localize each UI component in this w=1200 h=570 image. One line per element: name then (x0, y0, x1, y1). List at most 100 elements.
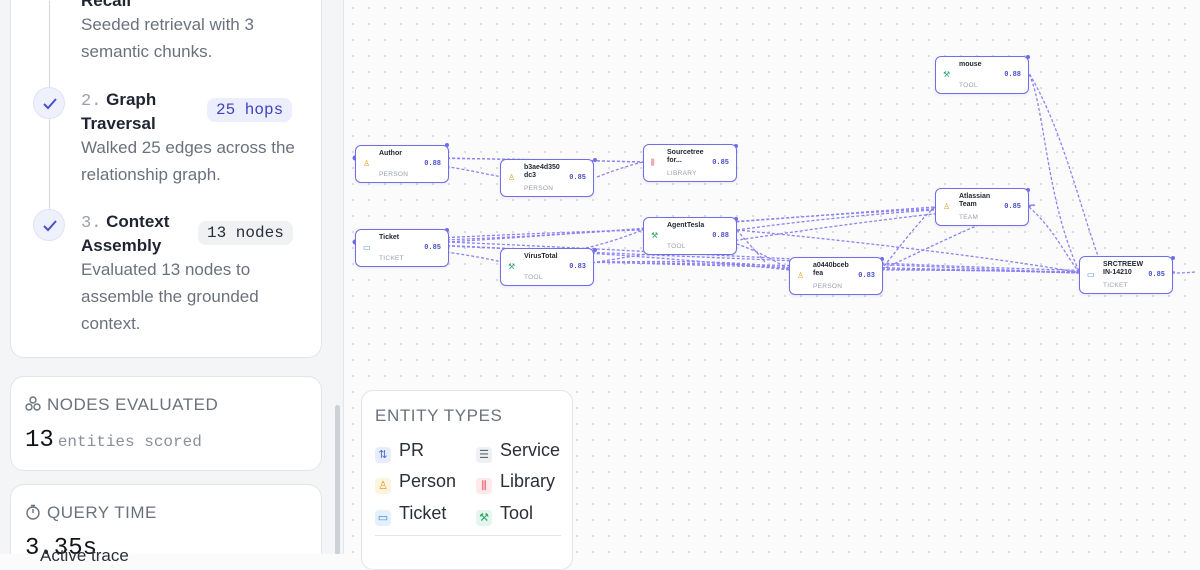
step-2-desc: Walked 25 edges across the relationship … (81, 138, 295, 184)
nodes-badge: 13 nodes (198, 221, 293, 245)
step-2-label: Graph Traversal (81, 90, 157, 133)
active-trace-label: Active trace (40, 546, 129, 565)
person-icon: ♙ (797, 271, 805, 280)
graph-edge (880, 269, 1081, 274)
node-type: PERSON (524, 185, 554, 192)
person-icon: ♙ (375, 478, 391, 494)
check-icon (33, 209, 65, 241)
graph-node-b3ae4d350dc3[interactable]: ♙ b3ae4d350 dc3 PERSON 0.85 (500, 159, 594, 197)
step-1-desc: Seeded retrieval with 3 semantic chunks. (81, 15, 254, 61)
wrench-icon: ⚒ (651, 231, 659, 240)
graph-node-mouse[interactable]: ⚒ mouse TOOL 0.88 (935, 56, 1029, 94)
node-label: Author (379, 150, 402, 157)
query-time-card: QUERY TIME 3.35s (10, 484, 322, 554)
node-score: 0.85 (1004, 203, 1021, 211)
node-score: 0.83 (858, 272, 875, 280)
graph-node-virustotal[interactable]: ⚒ VirusTotal TOOL 0.83 (500, 248, 594, 286)
wrench-icon: ⚒ (476, 510, 492, 526)
node-handle (593, 158, 597, 162)
pipeline-steps-card: Recall Seeded retrieval with 3 semantic … (10, 0, 322, 358)
legend-item-tool: ⚒Tool (476, 503, 533, 526)
node-handle (593, 248, 597, 252)
step-1-title: Recall (81, 0, 132, 10)
graph-edge (596, 161, 644, 178)
graph-edge (736, 229, 1081, 274)
legend-item-ticket: ▭Ticket (375, 503, 446, 526)
step-3-number: 3. (81, 214, 102, 233)
node-type: TOOL (667, 243, 686, 250)
people-icon: ♙ (943, 202, 951, 211)
node-score: 0.83 (569, 263, 586, 271)
graph-edge (1026, 69, 1106, 274)
legend-item-library: ⫼Library (476, 471, 555, 494)
node-label: Sourcetree for... (667, 149, 704, 164)
node-type: TOOL (959, 82, 978, 89)
node-score: 0.88 (424, 160, 441, 168)
left-panel: Recall Seeded retrieval with 3 semantic … (0, 0, 344, 554)
graph-node-ticket[interactable]: ▭ Ticket TICKET 0.85 (355, 229, 449, 267)
graph-node-a0440bcebfea[interactable]: ♙ a0440bceb fea PERSON 0.83 (789, 257, 883, 295)
nodes-evaluated-sub: entities scored (57, 433, 202, 451)
graph-edge (736, 229, 766, 263)
library-icon: ⫼ (651, 158, 655, 167)
legend-divider (375, 535, 561, 536)
graph-edge (501, 229, 644, 263)
node-label: VirusTotal (524, 253, 558, 260)
graph-node-atlassian-team[interactable]: ♙ Atlassian Team TEAM 0.85 (935, 188, 1029, 226)
graph-edge (1171, 271, 1196, 274)
node-type: TEAM (959, 214, 979, 221)
nodes-evaluated-label: NODES EVALUATED (25, 395, 218, 415)
node-type: TICKET (379, 255, 404, 262)
service-icon: ☰ (476, 447, 492, 463)
person-icon: ♙ (508, 173, 516, 182)
step-3-label: Context Assembly (81, 212, 170, 255)
ticket-icon: ▭ (363, 243, 371, 252)
graph-edge (356, 241, 1081, 274)
wrench-icon: ⚒ (508, 262, 516, 271)
ticket-icon: ▭ (375, 510, 391, 526)
graph-node-author[interactable]: ♙ Author PERSON 0.88 (355, 145, 449, 183)
graph-node-srctreewin-14210[interactable]: ▭ SRCTREEW IN-14210 TICKET 0.85 (1079, 256, 1173, 294)
library-icon: ⫼ (476, 478, 492, 494)
graph-edge (736, 204, 1036, 231)
step-2-title: 2. Graph Traversal (81, 89, 201, 135)
legend-title: ENTITY TYPES (375, 406, 503, 425)
panel-scrollbar[interactable] (335, 405, 340, 554)
node-label: SRCTREEW IN-14210 (1103, 261, 1144, 276)
check-icon (33, 87, 65, 119)
pr-icon: ⇅ (375, 447, 391, 463)
node-label: mouse (959, 61, 982, 68)
node-score: 0.85 (712, 159, 729, 167)
timer-icon (26, 504, 40, 520)
ticket-icon: ▭ (1087, 270, 1095, 279)
node-type: TOOL (524, 274, 543, 281)
node-type: PERSON (379, 171, 409, 178)
step-3-desc: Evaluated 13 nodes to assemble the groun… (81, 260, 259, 333)
wrench-icon: ⚒ (943, 70, 951, 79)
graph-edge (596, 261, 1176, 273)
graph-edge (596, 260, 791, 271)
legend-item-person: ♙Person (375, 471, 456, 494)
query-time-label: QUERY TIME (25, 503, 157, 523)
node-score: 0.85 (424, 244, 441, 252)
node-label: Atlassian Team (959, 193, 991, 208)
graph-edge (880, 206, 936, 271)
graph-edge (446, 204, 1036, 243)
node-type: PERSON (813, 283, 843, 290)
node-score: 0.88 (1004, 71, 1021, 79)
node-type: LIBRARY (667, 170, 697, 177)
step-2-number: 2. (81, 92, 102, 111)
graph-node-sourcetree[interactable]: ⫼ Sourcetree for... LIBRARY 0.85 (643, 144, 737, 182)
node-score: 0.85 (1148, 271, 1165, 279)
graph-node-agenttesla[interactable]: ⚒ AgentTesla TOOL 0.88 (643, 217, 737, 255)
legend-item-service: ☰Service (476, 440, 560, 463)
node-label: Ticket (379, 234, 400, 241)
hops-badge: 25 hops (207, 98, 293, 122)
graph-edge (1028, 206, 1081, 274)
step-3-title: 3. Context Assembly (81, 211, 201, 257)
graph-edge (1026, 69, 1081, 274)
node-label: a0440bceb fea (813, 262, 849, 277)
node-score: 0.85 (569, 174, 586, 182)
